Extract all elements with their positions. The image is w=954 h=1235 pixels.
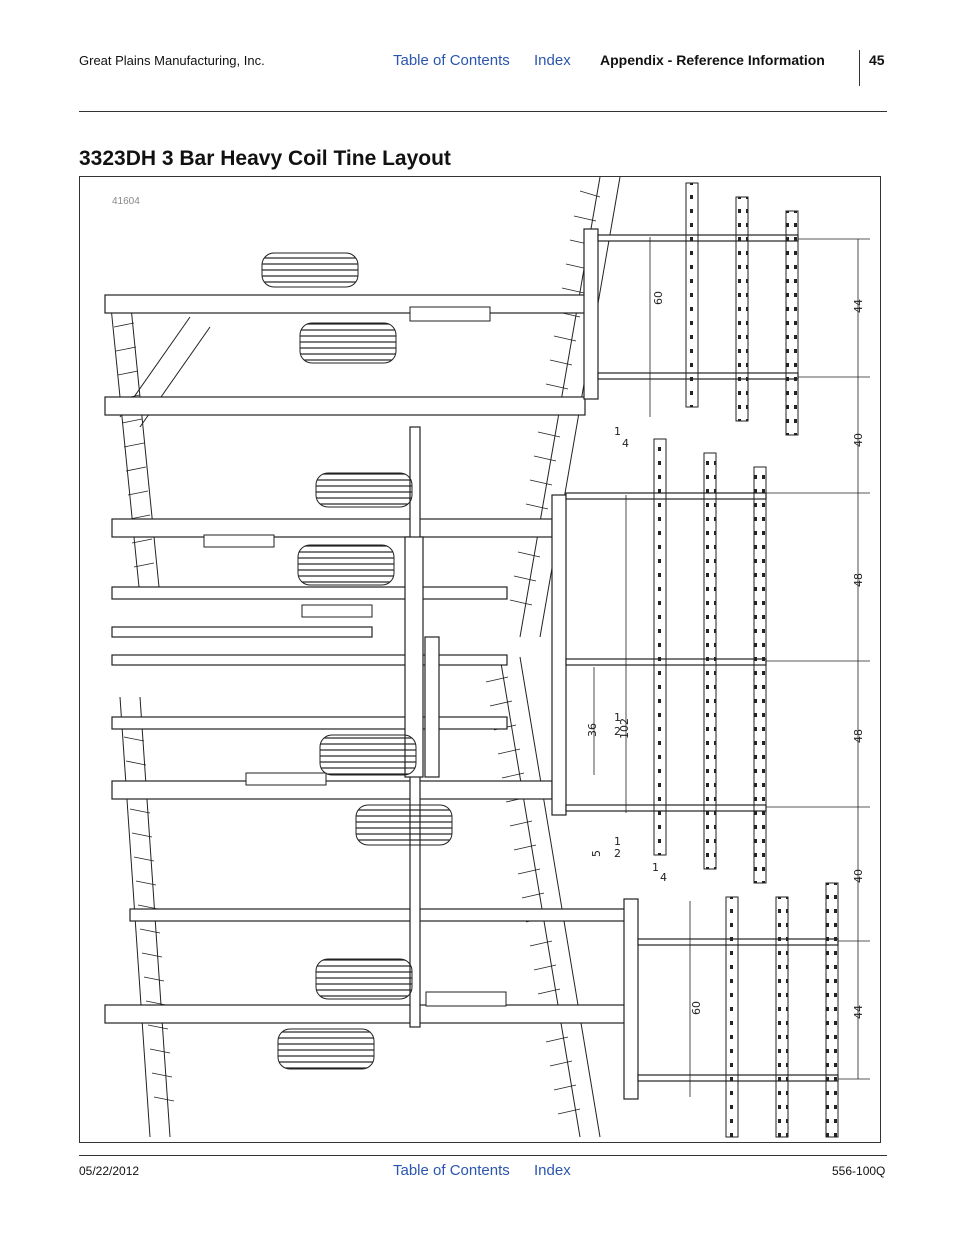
header-toc-link[interactable]: Table of Contents — [393, 52, 510, 69]
dim-5-frac-num: 1 — [614, 835, 621, 848]
dim-102: 102 — [618, 718, 631, 739]
dim-1-4-bot-den: 4 — [660, 871, 667, 884]
dim-5-frac-den: 2 — [614, 847, 621, 860]
header-divider — [859, 50, 860, 86]
company-name: Great Plains Manufacturing, Inc. — [79, 53, 265, 68]
layout-diagram: 60 44 1 4 40 48 48 36 1 2 102 5 1 2 1 4 … — [79, 176, 881, 1143]
dimension-lines — [593, 237, 870, 1097]
dimension-labels: 60 44 1 4 40 48 48 36 1 2 102 5 1 2 1 4 … — [586, 291, 865, 1019]
footer-toc-link[interactable]: Table of Contents — [393, 1162, 510, 1179]
dim-48-upper: 48 — [852, 573, 865, 587]
document-number: 556-100Q — [832, 1164, 886, 1178]
header-rule — [79, 111, 887, 112]
dim-44-bot: 44 — [852, 1005, 865, 1019]
header-index-link[interactable]: Index — [534, 52, 571, 69]
footer-index-link[interactable]: Index — [534, 1162, 571, 1179]
footer-date: 05/22/2012 — [79, 1164, 140, 1178]
dim-48-lower: 48 — [852, 729, 865, 743]
tine-bars — [653, 182, 839, 1138]
figure-number: 41604 — [112, 196, 140, 207]
frame-bars — [104, 294, 631, 1028]
dim-40-top: 40 — [852, 433, 865, 447]
dim-60-bot: 60 — [690, 1001, 703, 1015]
dim-40-bot: 40 — [852, 869, 865, 883]
dim-1-4-top-den: 4 — [622, 437, 629, 450]
dim-1-4-top-num: 1 — [614, 425, 621, 438]
dim-36: 36 — [586, 723, 599, 737]
cylinders — [203, 306, 507, 1007]
dim-36-frac-num: 1 — [614, 711, 621, 724]
footer-rule — [79, 1155, 887, 1156]
page-title: 3323DH 3 Bar Heavy Coil Tine Layout — [79, 147, 451, 170]
page-number: 45 — [869, 52, 885, 68]
section-title: Appendix - Reference Information — [600, 52, 825, 68]
dim-5: 5 — [590, 850, 603, 857]
dim-44-top: 44 — [852, 299, 865, 313]
diagram-drawing: 60 44 1 4 40 48 48 36 1 2 102 5 1 2 1 4 … — [104, 177, 870, 1138]
dim-1-4-bot-num: 1 — [652, 861, 659, 874]
wheels — [261, 252, 453, 1070]
dim-36-frac-den: 2 — [614, 725, 621, 738]
dim-60-top: 60 — [652, 291, 665, 305]
